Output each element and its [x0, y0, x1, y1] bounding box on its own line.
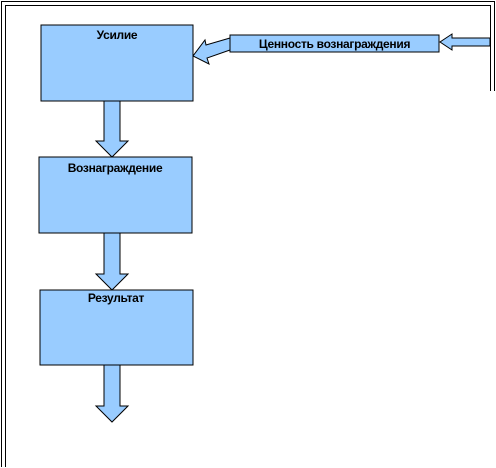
reward-to-result-arrow [94, 232, 130, 291]
effort-to-reward-arrow [94, 100, 130, 158]
effort-label: Усилие [97, 28, 138, 42]
result-label: Результат [88, 291, 145, 305]
feedback-arrow-right [439, 33, 491, 51]
reward-value-to-effort-arrow [192, 37, 231, 65]
reward-value-label: Ценность вознаграждения [259, 37, 411, 51]
result-output-arrow [94, 364, 130, 423]
effort-box [40, 24, 194, 102]
reward-label: Вознаграждение [68, 161, 163, 175]
